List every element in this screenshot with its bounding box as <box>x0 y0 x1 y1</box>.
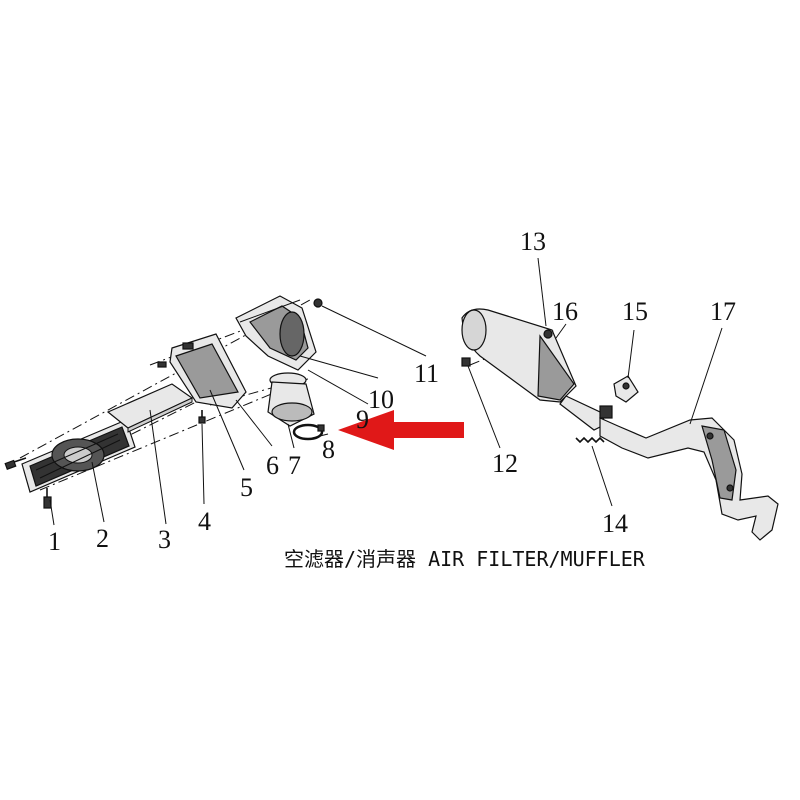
part-17-header-pipe <box>599 327 779 541</box>
part-callouts: 1 2 3 4 5 6 7 8 9 10 11 12 13 14 15 16 1… <box>48 227 736 556</box>
callout-1: 1 <box>48 527 61 556</box>
part-16-muffler <box>461 308 613 431</box>
callout-5: 5 <box>240 473 253 502</box>
part-10-airbox <box>235 295 317 371</box>
callout-6: 6 <box>266 451 279 480</box>
callout-2: 2 <box>96 524 109 553</box>
part-5-6-filter-housing <box>157 333 247 409</box>
callout-14: 14 <box>602 509 628 538</box>
callout-3: 3 <box>158 525 171 554</box>
callout-7: 7 <box>288 451 301 480</box>
diagram-caption: 空滤器/消声器 AIR FILTER/MUFFLER <box>284 547 646 571</box>
part-12-bolt <box>461 357 501 449</box>
callout-10: 10 <box>368 385 394 414</box>
callout-13: 13 <box>520 227 546 256</box>
part-8-clamp <box>292 423 325 441</box>
part-1-screw <box>4 457 52 509</box>
part-11-nut <box>313 298 323 308</box>
red-pointer-arrow <box>338 410 464 450</box>
part-3-filter-element <box>106 383 194 433</box>
callout-17: 17 <box>710 297 736 326</box>
part-4-bolt <box>198 410 206 424</box>
callout-12: 12 <box>492 449 518 478</box>
callout-9: 9 <box>356 405 369 434</box>
callout-11: 11 <box>414 359 439 388</box>
leader-lines-left <box>49 305 427 526</box>
callout-16: 16 <box>552 297 578 326</box>
leader-lines-right <box>537 257 567 339</box>
part-15-bracket <box>613 329 639 403</box>
part-14-spring <box>575 436 613 507</box>
part-7-intake-boot <box>267 372 315 427</box>
callout-4: 4 <box>198 507 211 536</box>
callout-15: 15 <box>622 297 648 326</box>
part-2-grille-cover <box>21 419 136 493</box>
callout-8: 8 <box>322 435 335 464</box>
